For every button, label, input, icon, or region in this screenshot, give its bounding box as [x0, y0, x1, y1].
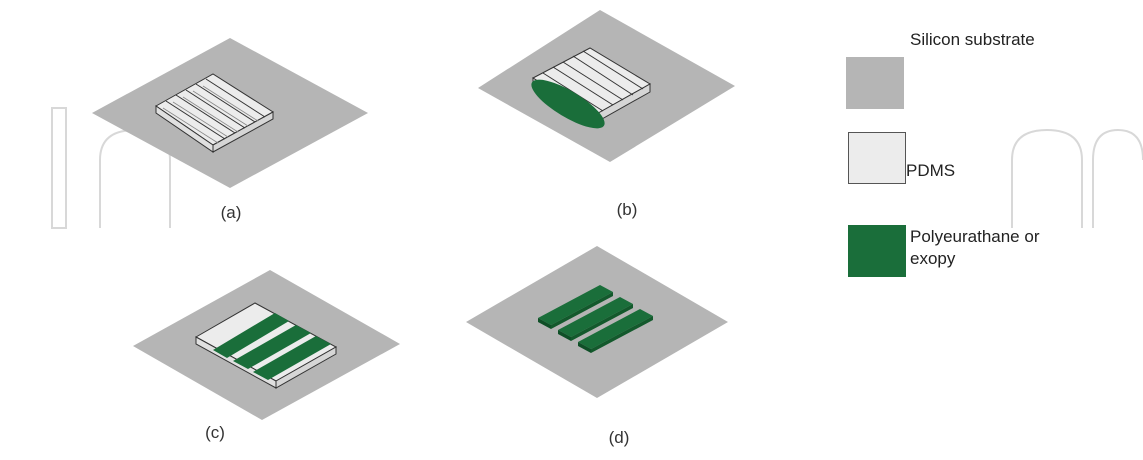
caption-d: (d): [608, 428, 630, 447]
panel-c: [133, 270, 400, 420]
legend-swatch-silicon: [846, 57, 904, 109]
panel-d: [466, 246, 728, 398]
caption-c: (c): [205, 423, 225, 442]
legend-label-silicon: Silicon substrate: [910, 30, 1035, 49]
legend-swatch-pdms: [848, 132, 906, 184]
polymer-filled-channels: [213, 313, 331, 380]
polymer-strips: [538, 285, 653, 353]
panel-b: [478, 10, 735, 162]
caption-b: (b): [616, 200, 638, 219]
legend-swatch-polymer: [848, 225, 906, 277]
legend-label-polymer: Polyeurathane or exopy: [910, 226, 1039, 270]
panel-a: [92, 38, 368, 188]
legend-label-pdms: PDMS: [906, 161, 956, 180]
legend-label-polymer-line2: exopy: [910, 249, 956, 268]
polymer-drop: [531, 79, 605, 129]
legend-label-polymer-line1: Polyeurathane or: [910, 227, 1040, 246]
pdms-mold: [155, 73, 274, 153]
caption-a: (a): [220, 203, 242, 222]
